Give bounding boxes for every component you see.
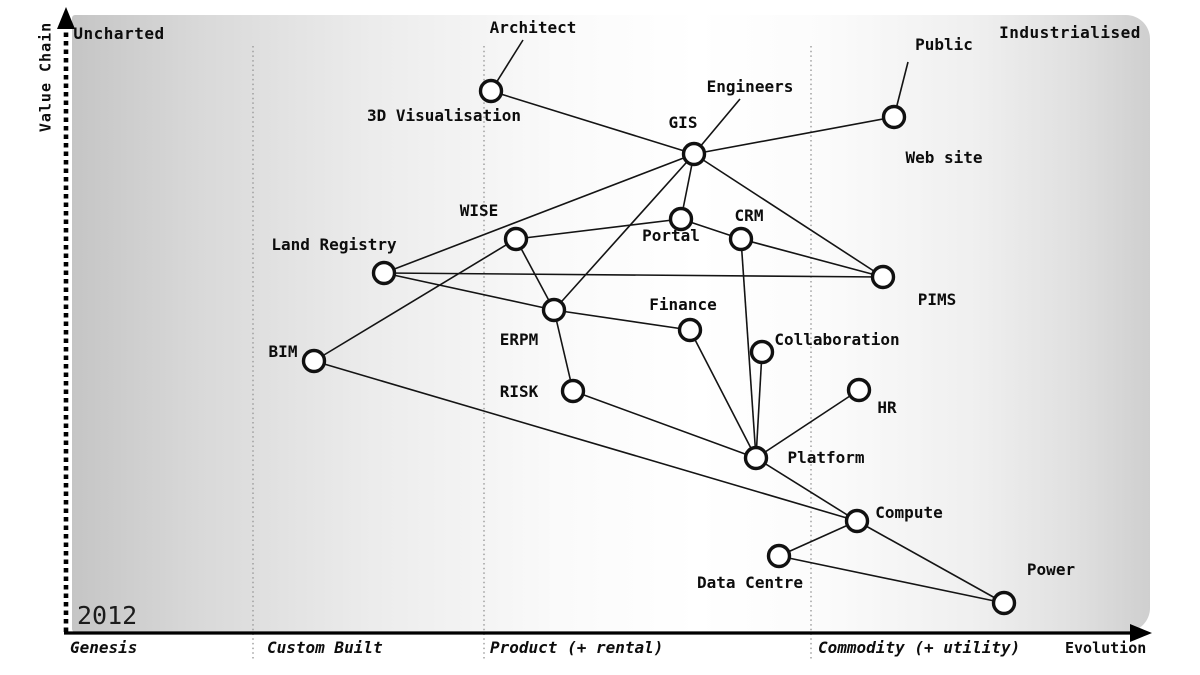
node-platform (743, 445, 769, 471)
label-website: Web site (905, 148, 983, 167)
label-power: Power (1026, 560, 1076, 579)
node-wise (503, 226, 529, 252)
edge-three-d-vis-gis (490, 90, 695, 155)
label-bim: BIM (268, 342, 298, 361)
label-risk: RISK (499, 382, 539, 401)
edge-risk-platform (572, 390, 757, 459)
evolution-boundaries (252, 46, 812, 660)
edge-collaboration-platform (755, 351, 763, 459)
edge-gis-land-registry (383, 153, 695, 274)
label-platform: Platform (787, 448, 865, 467)
edge-land-registry-erpm (383, 272, 555, 311)
region-label-industrialised: Industrialised (999, 23, 1141, 42)
edge-platform-compute (755, 457, 858, 522)
edge-compute-power (856, 520, 1005, 604)
edge-finance-platform (689, 329, 757, 459)
node-three-d-vis (478, 78, 504, 104)
edge-erpm-risk (553, 309, 574, 392)
edge-hr-platform (755, 389, 860, 459)
value-chain-axis-label: Value Chain (36, 21, 55, 133)
region-label-uncharted: Uncharted (73, 24, 165, 43)
stage-label-genesis: Genesis (70, 638, 138, 657)
label-pims: PIMS (917, 290, 957, 309)
edge-wise-portal (515, 218, 682, 240)
value-chain-axis-arrow-icon (57, 7, 75, 29)
edge-gis-erpm (553, 153, 695, 311)
evolution-axis-label: Evolution (1065, 639, 1147, 657)
label-public: Public (915, 35, 973, 54)
stage-label-custom-built: Custom Built (267, 638, 383, 657)
node-gis (681, 141, 707, 167)
edge-bim-compute (313, 360, 858, 522)
node-portal (668, 206, 694, 232)
node-risk (560, 378, 586, 404)
label-gis: GIS (668, 113, 698, 132)
label-three-d-vis: 3D Visualisation (366, 106, 522, 125)
edge-gis-pims (693, 153, 884, 278)
label-wise: WISE (459, 201, 499, 220)
label-hr: HR (877, 398, 897, 417)
edge-data-centre-power (778, 555, 1005, 604)
evolution-axis-arrow-icon (1130, 624, 1152, 642)
label-collaboration: Collaboration (774, 330, 900, 349)
node-finance (677, 317, 703, 343)
node-erpm (541, 297, 567, 323)
year-label: 2012 (77, 601, 138, 630)
node-power (991, 590, 1017, 616)
edge-crm-pims (740, 238, 884, 278)
label-portal: Portal (642, 226, 700, 245)
node-pims (870, 264, 896, 290)
edge-erpm-finance (553, 309, 691, 331)
node-collaboration (749, 339, 775, 365)
label-erpm: ERPM (499, 330, 539, 349)
label-land-registry: Land Registry (271, 235, 397, 254)
edge-wise-bim (313, 238, 517, 362)
edges-layer (313, 39, 1005, 604)
node-compute (844, 508, 870, 534)
map-background (72, 15, 1150, 632)
stage-label-product: Product (+ rental) (490, 638, 664, 657)
nodes-layer (301, 78, 1017, 616)
label-compute: Compute (875, 503, 943, 522)
node-hr (846, 377, 872, 403)
edge-land-registry-pims (383, 272, 884, 278)
node-crm (728, 226, 754, 252)
edge-gis-website (693, 116, 895, 155)
edge-compute-data-centre (778, 520, 858, 557)
label-data-centre: Data Centre (697, 573, 803, 592)
edge-crm-platform (740, 238, 757, 459)
label-crm: CRM (734, 206, 764, 225)
stage-label-commodity: Commodity (+ utility) (818, 638, 1021, 657)
node-land-registry (371, 260, 397, 286)
node-bim (301, 348, 327, 374)
label-engineers: Engineers (706, 77, 794, 96)
label-finance: Finance (649, 295, 717, 314)
node-data-centre (766, 543, 792, 569)
node-website (881, 104, 907, 130)
label-architect: Architect (489, 18, 577, 37)
